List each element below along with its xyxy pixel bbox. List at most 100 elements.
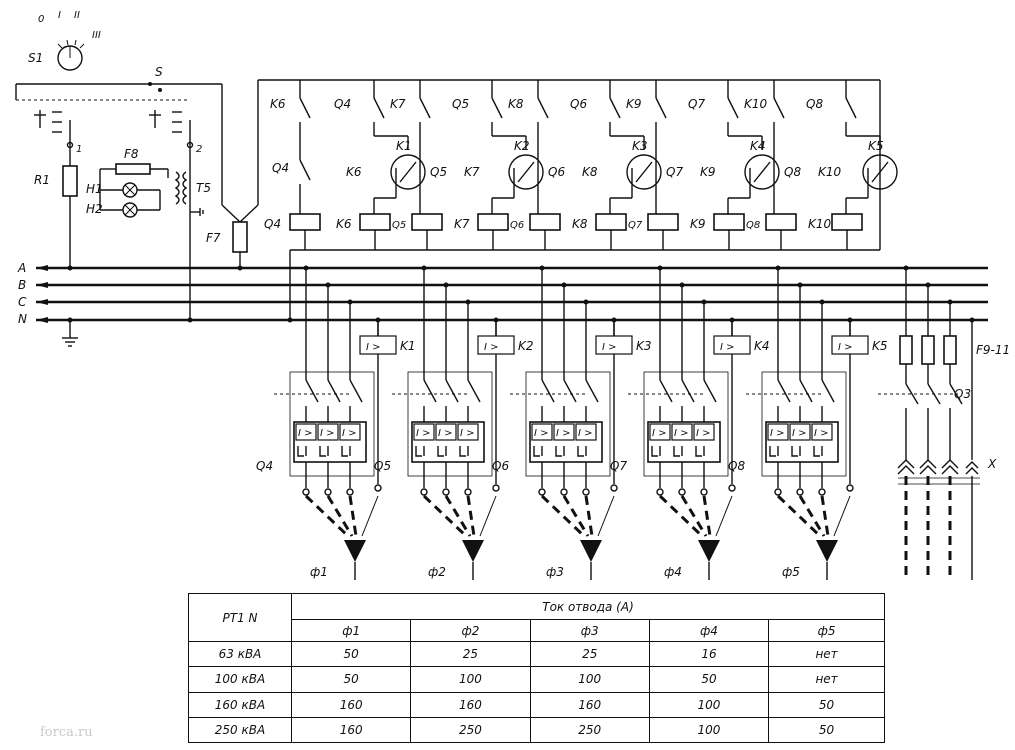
table-cell: 100 [648, 691, 770, 718]
cable-end-icon [698, 540, 720, 562]
feeder-label: ф2 [428, 565, 446, 579]
trip-symbol: I > [438, 428, 453, 439]
trip-symbol: I > [534, 428, 549, 439]
bus-label-a: A [17, 261, 26, 275]
table-cell: 50 [768, 716, 885, 744]
transformer-t5-icon [174, 171, 180, 205]
resistor-r1 [62, 165, 78, 197]
feeder-label: ф1 [310, 565, 328, 579]
column-header: ф4 [648, 619, 770, 642]
feeder-label: ф5 [782, 565, 800, 579]
fuse-f10 [921, 335, 935, 365]
coil [411, 213, 443, 231]
column-header: ф3 [529, 619, 650, 642]
table-cell: нет [768, 666, 885, 693]
svg-text:Q3: Q3 [954, 387, 971, 401]
column-header: ф2 [410, 619, 531, 642]
contact-label: K7 [390, 97, 406, 111]
trip-symbol: I > [416, 428, 431, 439]
table-row: 250 кВА 160 250 250 100 50 [188, 716, 885, 744]
coil-label: Q8 [746, 220, 760, 231]
svg-text:0: 0 [38, 14, 44, 25]
trip-element [317, 423, 339, 441]
svg-text:X: X [987, 457, 997, 471]
coil [595, 213, 627, 231]
trip-symbol: I > [460, 428, 475, 439]
contact-label: Q4 [334, 97, 351, 111]
meter-label: K6 [346, 165, 362, 179]
trip-element [553, 423, 575, 441]
relay-label: K5 [868, 139, 884, 153]
table-cell: 250 [529, 716, 650, 744]
relay-label: K3 [632, 139, 648, 153]
svg-text:T5: T5 [196, 181, 211, 195]
svg-text:2: 2 [196, 144, 202, 155]
table-cell: 50 [648, 666, 770, 693]
table-cell: 50 [290, 640, 412, 668]
contact-label: Q7 [688, 97, 705, 111]
busbars: A B C N [17, 261, 988, 326]
relay-label: K1 [400, 339, 416, 353]
fuse-f11 [943, 335, 957, 365]
relay-label: K1 [396, 139, 412, 153]
svg-text:K6: K6 [270, 97, 286, 111]
trip-element [457, 423, 479, 441]
cable-end-icon [816, 540, 838, 562]
switch-s-label: S [155, 65, 163, 79]
table-row: 100 кВА 50 100 100 50 нет [188, 666, 885, 693]
relay-label: K2 [514, 139, 530, 153]
trip-element [339, 423, 361, 441]
fuse-f7 [232, 221, 248, 253]
contact-label: Q6 [570, 97, 587, 111]
meter-label: K9 [700, 165, 716, 179]
table-cell: 160 [290, 716, 412, 744]
bus-label-c: C [18, 295, 27, 309]
trip-symbol: I > [556, 428, 571, 439]
watermark: forca.ru [40, 725, 93, 740]
table-row: 63 кВА 50 25 25 16 нет [188, 640, 885, 668]
coil-label: Q7 [628, 220, 643, 231]
bus-label-n: N [18, 312, 27, 326]
svg-text:H1: H1 [86, 182, 103, 196]
breaker-label: Q4 [256, 459, 273, 473]
trip-symbol: I > [792, 428, 807, 439]
relay-symbol: I > [720, 342, 735, 353]
breaker-label: Q6 [492, 459, 509, 473]
table-cell: нет [768, 640, 885, 668]
wiring-diagram: A B C N S1 0 I II III S [15, 10, 1010, 580]
cable-end-icon [344, 540, 366, 562]
table-cell: 100 [648, 716, 770, 744]
coil [477, 213, 509, 231]
breaker-housing [407, 371, 493, 477]
trip-symbol: I > [342, 428, 357, 439]
resistor-label: R1 [34, 173, 50, 187]
row-label: 160 кВА [188, 691, 292, 718]
coil [713, 213, 745, 231]
trip-symbol: I > [320, 428, 335, 439]
meter-label: K10 [818, 165, 842, 179]
meter-icon [626, 154, 662, 190]
table-cell: 100 [410, 666, 531, 693]
contact-label: K8 [508, 97, 524, 111]
feeder-label: ф4 [664, 565, 682, 579]
trip-element [767, 423, 789, 441]
table-cell: 16 [648, 640, 770, 668]
trip-symbol: I > [298, 428, 313, 439]
relay-label: K4 [754, 339, 770, 353]
relay-label: K5 [872, 339, 888, 353]
trip-element [811, 423, 833, 441]
trip-symbol: I > [770, 428, 785, 439]
trip-element [435, 423, 457, 441]
coil-label: K9 [690, 217, 706, 231]
meter-label: Q6 [548, 165, 565, 179]
trip-symbol: I > [814, 428, 829, 439]
table-corner: PT1 N [188, 593, 292, 642]
coil [647, 213, 679, 231]
coil [529, 213, 561, 231]
table-cell: 25 [529, 640, 650, 668]
meter-icon [390, 154, 426, 190]
reserve-feeder: F9-11 Q3 X [878, 265, 1010, 580]
control-section: S1 0 I II III S 1 2 R [15, 10, 259, 347]
table-cell: 25 [410, 640, 531, 668]
coil [359, 213, 391, 231]
